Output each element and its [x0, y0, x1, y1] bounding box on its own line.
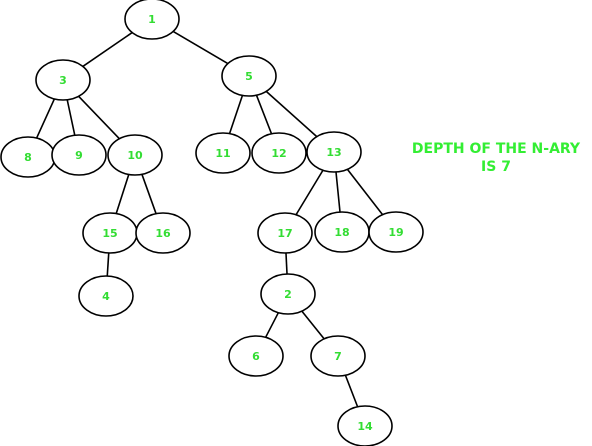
- caption-line-1: DEPTH OF THE N-ARY: [411, 141, 581, 157]
- node-label: 7: [334, 350, 342, 363]
- tree-node-7: 7: [310, 335, 366, 377]
- tree-node-19: 19: [368, 211, 424, 253]
- node-label: 12: [271, 147, 286, 160]
- node-ellipse: [228, 335, 284, 377]
- edge-1-5: [172, 30, 229, 65]
- edge-10-15: [115, 174, 130, 214]
- node-ellipse: [257, 212, 313, 254]
- tree-node-13: 13: [306, 131, 362, 173]
- node-label: 18: [334, 226, 349, 239]
- caption-line-2: IS 7: [481, 159, 511, 175]
- edge-5-11: [228, 95, 244, 134]
- tree-node-12: 12: [251, 132, 307, 174]
- edge-13-17: [295, 169, 324, 216]
- node-label: 8: [24, 151, 32, 164]
- node-label: 3: [59, 74, 67, 87]
- tree-node-14: 14: [337, 405, 393, 446]
- node-ellipse: [368, 211, 424, 253]
- tree-node-2: 2: [260, 273, 316, 315]
- tree-node-6: 6: [228, 335, 284, 377]
- tree-node-11: 11: [195, 132, 251, 174]
- node-ellipse: [306, 131, 362, 173]
- node-label: 11: [215, 147, 230, 160]
- edge-3-9: [66, 99, 76, 136]
- tree-node-9: 9: [51, 134, 107, 176]
- node-ellipse: [35, 59, 91, 101]
- node-ellipse: [78, 275, 134, 317]
- node-label: 5: [245, 70, 253, 83]
- node-label: 16: [155, 227, 171, 240]
- edge-13-19: [346, 168, 384, 216]
- edge-5-12: [255, 94, 273, 135]
- edge-1-3: [82, 31, 133, 68]
- node-ellipse: [107, 134, 163, 176]
- node-ellipse: [51, 134, 107, 176]
- edge-7-14: [344, 374, 359, 408]
- node-label: 10: [127, 149, 143, 162]
- node-ellipse: [260, 273, 316, 315]
- node-ellipse: [124, 0, 180, 40]
- node-ellipse: [221, 55, 277, 97]
- tree-node-16: 16: [135, 212, 191, 254]
- node-ellipse: [337, 405, 393, 446]
- edge-3-10: [78, 95, 120, 140]
- node-ellipse: [310, 335, 366, 377]
- node-label: 4: [102, 290, 110, 303]
- edge-2-7: [301, 310, 325, 340]
- tree-node-1: 1: [124, 0, 180, 40]
- tree-node-18: 18: [314, 211, 370, 253]
- node-label: 15: [102, 227, 117, 240]
- node-label: 2: [284, 288, 292, 301]
- node-label: 6: [252, 350, 260, 363]
- node-label: 14: [357, 420, 373, 433]
- edge-5-13: [265, 90, 318, 138]
- node-ellipse: [135, 212, 191, 254]
- tree-node-10: 10: [107, 134, 163, 176]
- node-label: 13: [326, 146, 341, 159]
- edge-17-2: [285, 252, 288, 275]
- node-label: 17: [277, 227, 292, 240]
- edge-3-8: [35, 98, 56, 139]
- edge-10-16: [141, 174, 157, 214]
- node-label: 1: [148, 13, 156, 26]
- tree-node-5: 5: [221, 55, 277, 97]
- tree-node-15: 15: [82, 212, 138, 254]
- node-ellipse: [251, 132, 307, 174]
- node-label: 19: [388, 226, 403, 239]
- edge-2-6: [264, 312, 280, 338]
- tree-node-3: 3: [35, 59, 91, 101]
- edge-13-18: [335, 171, 341, 213]
- tree-node-17: 17: [257, 212, 313, 254]
- node-ellipse: [195, 132, 251, 174]
- edge-15-4: [106, 252, 110, 277]
- tree-node-8: 8: [0, 136, 56, 178]
- tree-node-4: 4: [78, 275, 134, 317]
- depth-caption: DEPTH OF THE N-ARY IS 7: [396, 140, 592, 176]
- node-label: 9: [75, 149, 83, 162]
